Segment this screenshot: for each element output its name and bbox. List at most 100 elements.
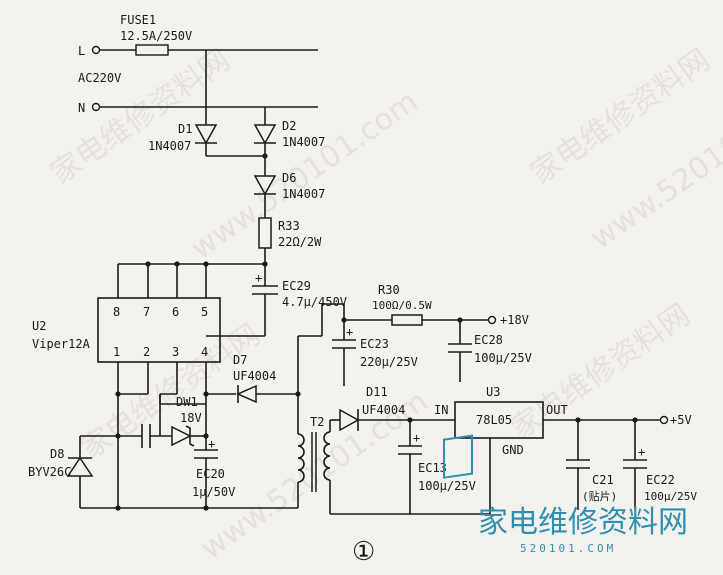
d1-ref: D1 xyxy=(178,122,192,136)
c21-ref: C21 xyxy=(592,473,614,487)
u2-pin: 1 xyxy=(113,345,120,359)
u2-pin: 4 xyxy=(201,345,208,359)
rail-18v: +18V R30 100Ω/0.5W + EC23 220μ/25V EC28 … xyxy=(322,283,532,386)
ec28-ref: EC28 xyxy=(474,333,503,347)
diode-d7-symbol xyxy=(236,384,257,404)
u3-pin-out: OUT xyxy=(546,403,568,417)
junction-dot xyxy=(203,433,209,439)
net-label-5v: +5V xyxy=(670,413,692,427)
site-logo: 家电维修资料网 520101.COM xyxy=(443,434,688,555)
logo-url: 520101.COM xyxy=(520,542,616,555)
ec13-value: 100μ/25V xyxy=(418,479,476,493)
polarity-plus: + xyxy=(208,437,215,451)
u3-pin-in: IN xyxy=(434,403,448,417)
fuse1-value: 12.5A/250V xyxy=(120,29,192,43)
ec20-ref: EC20 xyxy=(196,467,225,481)
t2-ref: T2 xyxy=(310,415,324,429)
ec28-value: 100μ/25V xyxy=(474,351,532,365)
polarity-plus: + xyxy=(638,445,645,459)
terminal-n xyxy=(91,102,101,112)
fuse1-ref: FUSE1 xyxy=(120,13,156,27)
u2-pin: 2 xyxy=(143,345,150,359)
d2-value: 1N4007 xyxy=(282,135,325,149)
d7-value: UF4004 xyxy=(233,369,276,383)
zener-dw1-symbol xyxy=(171,425,192,447)
resistor-r30-symbol xyxy=(391,314,423,326)
ec22-ref: EC22 xyxy=(646,473,675,487)
transformer-t2: T2 xyxy=(297,415,340,514)
u2-pin: 3 xyxy=(172,345,179,359)
u2-ref: U2 xyxy=(32,319,46,333)
net-label-18v: +18V xyxy=(500,313,529,327)
polarity-plus: + xyxy=(346,325,353,339)
t2-primary-coil xyxy=(297,433,305,483)
ic-u2-body xyxy=(97,297,221,363)
watermark-text: 家电维修资料网 xyxy=(45,42,237,191)
hv-bus: + EC29 4.7μ/450V xyxy=(117,261,347,337)
d2-ref: D2 xyxy=(282,119,296,133)
d11-value: UF4004 xyxy=(362,403,405,417)
d8-ref: D8 xyxy=(50,447,64,461)
d6-ref: D6 xyxy=(282,171,296,185)
logo-book-icon xyxy=(443,434,473,479)
ic-u2: 8 7 6 5 1 2 3 4 U2 Viper12A xyxy=(32,297,221,450)
secondary-d11: D11 UF4004 + EC13 100μ/25V xyxy=(330,385,490,515)
r30-value: 100Ω/0.5W xyxy=(372,299,432,312)
ec22-value: 100μ/25V xyxy=(644,490,697,503)
snubber: DW1 18V + EC20 1μ/50V D8 BYV26C xyxy=(28,394,298,511)
ec23-value: 220μ/25V xyxy=(360,355,418,369)
terminal-5v xyxy=(659,415,669,425)
c21-value: (贴片) xyxy=(582,489,617,503)
polarity-plus: + xyxy=(255,271,262,285)
junction-dot xyxy=(203,505,209,511)
junction-dot xyxy=(115,505,121,511)
ac-input: L N AC220V FUSE1 12.5A/250V xyxy=(78,13,318,115)
net-label-ac: AC220V xyxy=(78,71,121,85)
logo-text: 家电维修资料网 xyxy=(478,505,688,540)
d7-ref: D7 xyxy=(233,353,247,367)
fuse-symbol xyxy=(135,44,169,56)
dw1-value: 18V xyxy=(180,411,202,425)
junction-dot xyxy=(115,433,121,439)
dw1-ref: DW1 xyxy=(176,395,198,409)
u2-pin: 6 xyxy=(172,305,179,319)
terminal-18v xyxy=(487,315,497,325)
figure-number: ① xyxy=(352,537,375,567)
u3-pin-gnd: GND xyxy=(502,443,524,457)
d8-value: BYV26C xyxy=(28,465,71,479)
watermark-text: 家电维修资料网 xyxy=(505,297,697,446)
d1-value: 1N4007 xyxy=(148,139,191,153)
t2-secondary-coil xyxy=(323,431,331,481)
net-label-n: N xyxy=(78,101,85,115)
r33-ref: R33 xyxy=(278,219,300,233)
junction-dot xyxy=(262,153,268,159)
diode-d2-symbol xyxy=(253,124,277,145)
ec20-value: 1μ/50V xyxy=(192,485,235,499)
diode-d1-symbol xyxy=(194,124,218,145)
diode-d8-symbol xyxy=(66,456,94,477)
ec13-ref: EC13 xyxy=(418,461,447,475)
diode-d11-symbol xyxy=(339,408,360,432)
u2-pin: 5 xyxy=(201,305,208,319)
r30-ref: R30 xyxy=(378,283,400,297)
rectifier: D1 1N4007 D2 1N4007 D6 1N4007 R33 22Ω/2W xyxy=(148,50,325,264)
u2-pin: 7 xyxy=(143,305,150,319)
d6-value: 1N4007 xyxy=(282,187,325,201)
d11-ref: D11 xyxy=(366,385,388,399)
u2-pin: 8 xyxy=(113,305,120,319)
net-label-l: L xyxy=(78,44,85,58)
polarity-plus: + xyxy=(413,431,420,445)
u2-part: Viper12A xyxy=(32,337,91,351)
regulator-u3: 78L05 U3 IN OUT GND +5V C21 (贴片) + EC22 … xyxy=(434,385,697,514)
r33-value: 22Ω/2W xyxy=(278,235,322,249)
diode-d6-symbol xyxy=(253,175,277,196)
ec29-ref: EC29 xyxy=(282,279,311,293)
u3-part: 78L05 xyxy=(476,413,512,427)
ec23-ref: EC23 xyxy=(360,337,389,351)
feedback-d7: D7 UF4004 xyxy=(206,304,323,434)
u3-ref: U3 xyxy=(486,385,500,399)
terminal-l xyxy=(91,45,101,55)
ec29-value: 4.7μ/450V xyxy=(282,295,347,309)
